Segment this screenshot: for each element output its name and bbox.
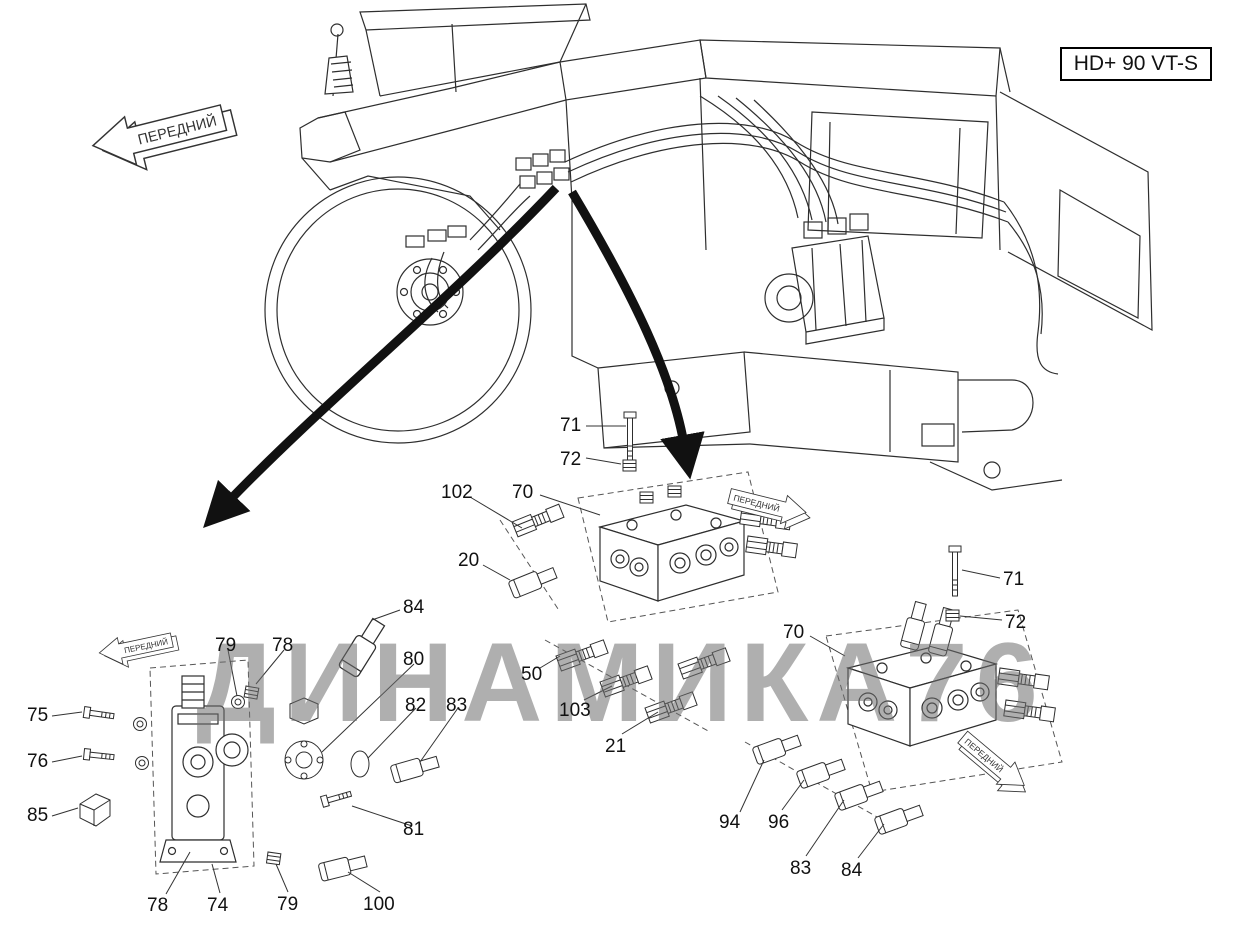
callout-74: 74 — [207, 895, 229, 916]
callout-85: 85 — [27, 805, 49, 826]
callout-84-right: 84 — [841, 860, 863, 881]
hydraulic-hoses — [564, 95, 1059, 375]
callout-76: 76 — [27, 751, 49, 772]
front-direction-arrow-top-left: ПЕРЕДНИЙ — [87, 90, 241, 182]
callout-79-bottom: 79 — [277, 894, 299, 915]
callout-83-right: 83 — [790, 858, 812, 879]
callout-75: 75 — [27, 705, 49, 726]
callout-70-right: 70 — [783, 622, 805, 643]
model-badge: HD+ 90 VT-S — [1059, 47, 1212, 81]
elbow-fitting-85 — [79, 793, 111, 827]
machine-chassis — [264, 3, 1153, 491]
front-direction-arrow-bottom-right: ПЕРЕДНИЙ — [950, 725, 1037, 806]
callout-71: 71 — [560, 415, 582, 436]
callout-102: 102 — [441, 482, 473, 503]
callout-96: 96 — [768, 812, 790, 833]
callout-79-top: 79 — [215, 635, 237, 656]
callout-78-top: 78 — [272, 635, 294, 656]
callout-70-center: 70 — [512, 482, 534, 503]
valve-block-right — [845, 645, 999, 747]
callout-50: 50 — [521, 664, 543, 685]
callout-94: 94 — [719, 812, 741, 833]
front-direction-arrow-bottom-left: ПЕРЕДНИЙ — [96, 625, 181, 673]
valve-assembly-left — [159, 675, 249, 863]
callout-83-center: 83 — [446, 695, 468, 716]
o-ring-82 — [350, 750, 370, 778]
callout-72-right: 72 — [1005, 612, 1027, 633]
leader-lines — [51, 425, 1003, 895]
fittings — [79, 411, 962, 882]
callout-20: 20 — [458, 550, 480, 571]
nut-and-flange-80 — [284, 697, 324, 780]
exploded-view-arrows — [203, 184, 705, 528]
callout-100: 100 — [363, 894, 395, 915]
callout-78-bottom: 78 — [147, 895, 169, 916]
callout-82: 82 — [405, 695, 427, 716]
callout-71-right: 71 — [1003, 569, 1025, 590]
valve-block-center — [597, 504, 747, 602]
callout-81: 81 — [403, 819, 425, 840]
callout-72: 72 — [560, 449, 582, 470]
hose-manifold — [515, 149, 570, 189]
callout-84-left: 84 — [403, 597, 425, 618]
callout-103: 103 — [559, 700, 591, 721]
callout-21: 21 — [605, 736, 627, 757]
hydraulic-pump — [764, 213, 885, 345]
callout-80: 80 — [403, 649, 425, 670]
